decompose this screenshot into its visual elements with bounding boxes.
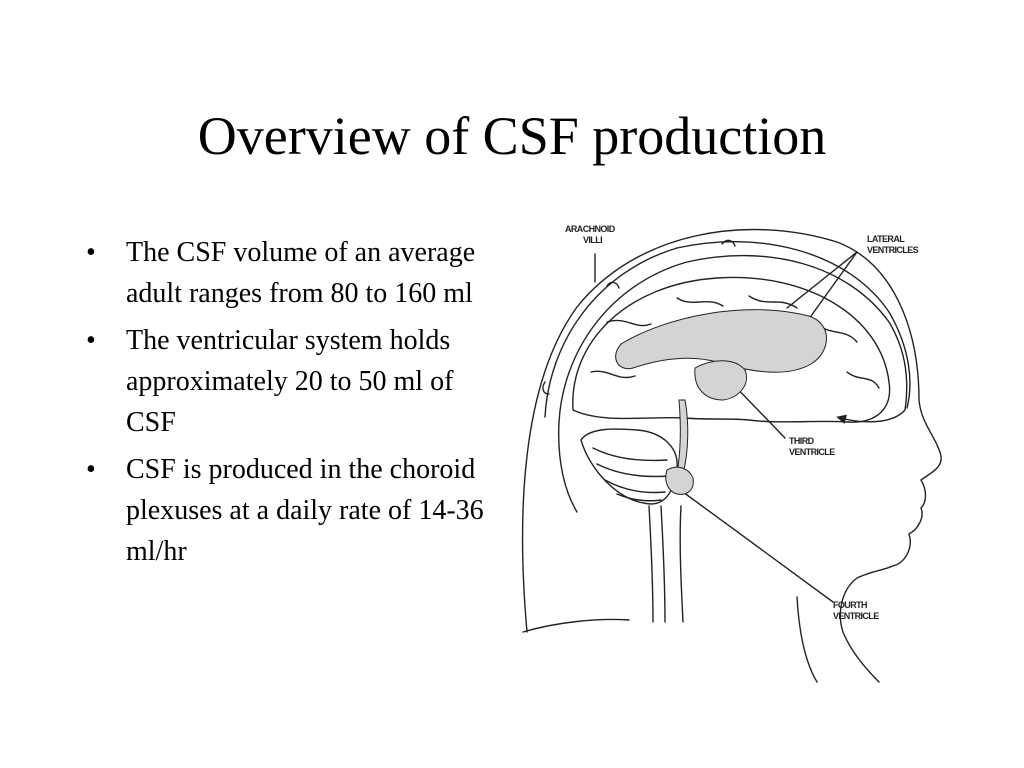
- lateral-ventricles: [615, 309, 827, 373]
- pointer-lateral: [786, 251, 858, 309]
- bullet-marker: •: [86, 237, 96, 268]
- third-ventricle: [694, 360, 747, 401]
- label-arachnoid-villi-2: VILLI: [583, 235, 602, 245]
- fourth-ventricle: [665, 466, 694, 495]
- label-fourth-ventricle-1: FOURTH: [833, 600, 867, 610]
- bullet-item: • The CSF volume of an average adult ran…: [84, 232, 504, 314]
- label-lateral-ventricles-2: VENTRICLES: [867, 245, 919, 255]
- bullet-item: • CSF is produced in the choroid plexuse…: [84, 449, 504, 572]
- subarachnoid-path: [558, 254, 908, 425]
- slide-title: Overview of CSF production: [197, 106, 827, 166]
- bullet-marker: •: [86, 325, 96, 356]
- skull-outline: [544, 240, 911, 418]
- label-lateral-ventricles-1: LATERAL: [867, 234, 905, 244]
- label-fourth-ventricle-2: VENTRICLE: [833, 611, 879, 621]
- head-outline: [521, 228, 942, 683]
- bullet-marker: •: [86, 454, 96, 485]
- bullet-item: • The ventricular system holds approxima…: [84, 320, 504, 443]
- bullet-text: CSF is produced in the choroid plexuses …: [126, 454, 484, 567]
- bullet-list: • The CSF volume of an average adult ran…: [84, 232, 504, 578]
- pointer-fourth: [682, 491, 834, 603]
- bullet-text: The CSF volume of an average adult range…: [126, 237, 476, 309]
- label-third-ventricle-1: THIRD: [789, 436, 815, 446]
- cerebral-aqueduct: [676, 399, 689, 475]
- spinal-canal: [648, 505, 654, 623]
- brain-csf-illustration: ARACHNOID VILLI LATERAL VENTRICLES THIRD…: [521, 224, 942, 683]
- brain-csf-diagram: ARACHNOID VILLI LATERAL VENTRICLES THIRD…: [517, 212, 949, 688]
- label-arachnoid-villi-1: ARACHNOID: [565, 224, 616, 234]
- neck-outline: [522, 618, 630, 633]
- bullet-text: The ventricular system holds approximate…: [126, 325, 454, 438]
- label-third-ventricle-2: VENTRICLE: [789, 447, 835, 457]
